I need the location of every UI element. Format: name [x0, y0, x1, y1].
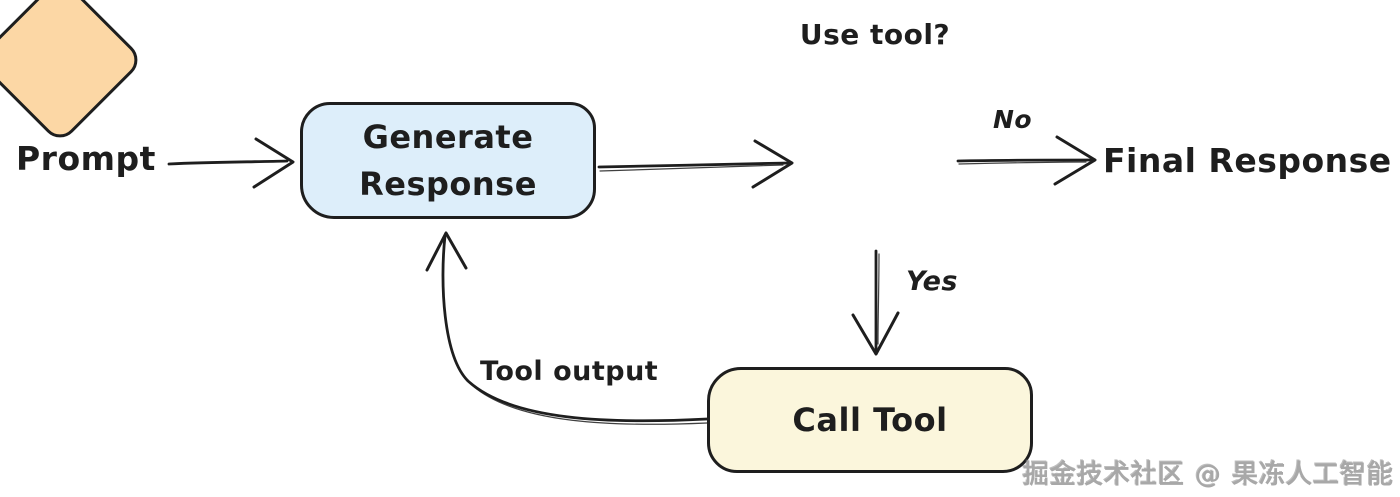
edge-generate-to-decision: [597, 139, 794, 189]
edge-calltool-to-generate: [425, 231, 709, 425]
edge-label-no: No: [993, 105, 1033, 134]
edge-label-tool-output: Tool output: [480, 356, 659, 387]
generate-response-label: Generate Response: [359, 118, 537, 203]
edge-label-yes: Yes: [906, 266, 958, 297]
call-tool-label: Call Tool: [792, 401, 948, 439]
node-generate-response: Generate Response: [300, 102, 596, 219]
edge-decision-to-calltool: [851, 249, 900, 356]
decision-question-label: Use tool?: [799, 18, 951, 51]
watermark-text: 掘金技术社区 @ 果冻人工智能: [1022, 460, 1394, 490]
edge-prompt-to-generate: [167, 137, 295, 189]
node-prompt-label: Prompt: [16, 139, 156, 178]
edge-decision-to-final: [956, 135, 1097, 186]
node-final-response-label: Final Response: [1103, 141, 1392, 180]
node-call-tool: Call Tool: [707, 367, 1033, 473]
